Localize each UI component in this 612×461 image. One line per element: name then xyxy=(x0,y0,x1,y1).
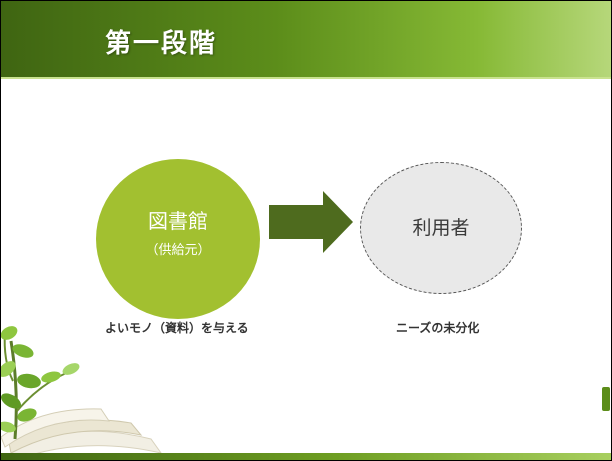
bottom-bar xyxy=(1,453,611,460)
library-node: 図書館 （供給元） xyxy=(96,159,260,319)
book-plant-decoration-icon xyxy=(1,326,163,460)
title-divider xyxy=(1,77,611,79)
corner-accent xyxy=(602,387,610,411)
library-caption: よいモノ（資料）を与える xyxy=(105,321,249,335)
user-node: 利用者 xyxy=(360,162,522,294)
user-node-label: 利用者 xyxy=(412,217,470,239)
right-arrow-icon xyxy=(269,191,353,253)
library-node-sublabel: （供給元） xyxy=(145,243,211,258)
library-node-label: 図書館 xyxy=(148,209,208,233)
user-caption: ニーズの未分化 xyxy=(396,321,480,335)
title-bar: 第一段階 xyxy=(1,1,611,77)
slide-title: 第一段階 xyxy=(105,29,218,59)
